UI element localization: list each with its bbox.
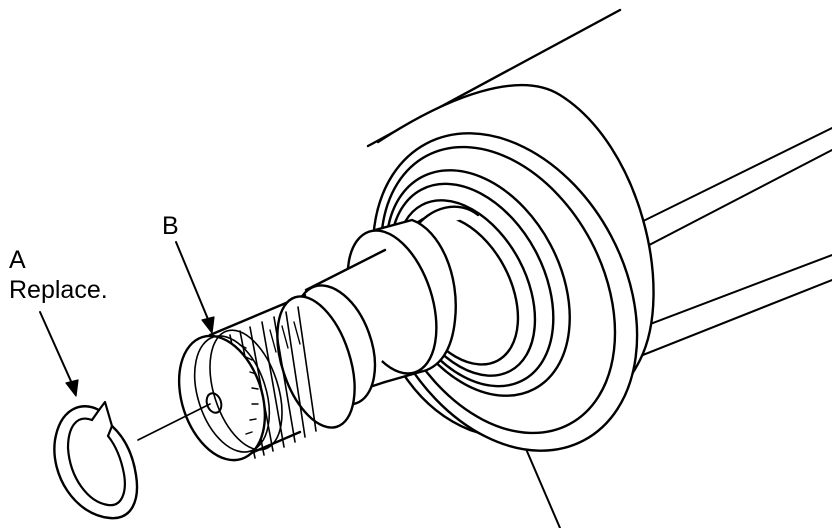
callout-a-letter: A xyxy=(9,246,26,274)
leader-line-a xyxy=(39,311,79,397)
callout-b-letter: B xyxy=(162,212,179,240)
snap-ring xyxy=(53,400,139,520)
leader-line-b xyxy=(175,241,215,334)
snap-ring-groove xyxy=(209,329,283,451)
callout-a-note: Replace. xyxy=(9,276,108,304)
center-line xyxy=(137,403,211,441)
